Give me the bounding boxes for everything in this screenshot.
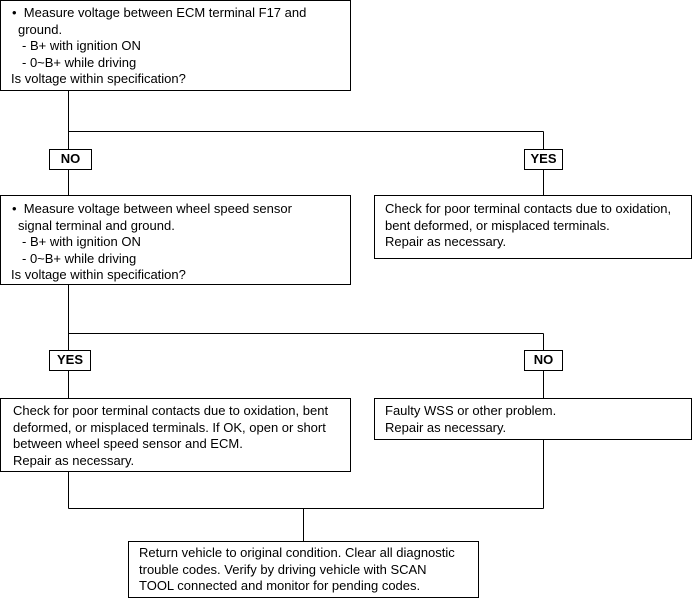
result-yes2-box: Check for poor terminal contacts due to …	[0, 398, 351, 472]
result-yes2-line4: Repair as necessary.	[13, 452, 135, 468]
branch1-yes-tag: YES	[524, 149, 563, 170]
bullet-icon: •	[12, 5, 17, 20]
result-yes1-box: Check for poor terminal contacts due to …	[374, 195, 692, 259]
result-yes1-line2: bent deformed, or misplaced terminals.	[385, 217, 610, 233]
step1-sub1: - B+ with ignition ON	[22, 38, 141, 53]
result-no2-box: Faulty WSS or other problem. Repair as n…	[374, 398, 692, 440]
result-yes2-line1: Check for poor terminal contacts due to …	[13, 403, 329, 418]
step2-line1: Measure voltage between wheel speed sens…	[23, 201, 292, 216]
final-line3: TOOL connected and monitor for pending c…	[139, 578, 421, 593]
step1-measure-ecm-box: • Measure voltage between ECM terminal F…	[0, 0, 351, 91]
final-line2: trouble codes. Verify by driving vehicle…	[139, 561, 427, 577]
step1-line2: ground.	[18, 21, 63, 37]
step2-question: Is voltage within specification?	[11, 267, 186, 282]
step2-sub2: - 0~B+ while driving	[22, 250, 137, 266]
final-step-box: Return vehicle to original condition. Cl…	[128, 541, 479, 598]
branch2-no-tag: NO	[524, 350, 563, 371]
result-yes2-line3: between wheel speed sensor and ECM.	[13, 436, 243, 451]
step1-question: Is voltage within specification?	[11, 71, 186, 86]
step2-sub1: - B+ with ignition ON	[22, 234, 141, 249]
step1-sub2: - 0~B+ while driving	[22, 54, 137, 70]
result-yes1-line1: Check for poor terminal contacts due to …	[385, 201, 672, 216]
final-line1: Return vehicle to original condition. Cl…	[139, 545, 455, 560]
step2-line2: signal terminal and ground.	[18, 217, 175, 233]
result-yes1-line3: Repair as necessary.	[385, 234, 507, 249]
result-no2-line1: Faulty WSS or other problem.	[385, 403, 557, 418]
branch2-yes-tag: YES	[49, 350, 91, 371]
bullet-icon: •	[12, 201, 17, 216]
result-yes2-line2: deformed, or misplaced terminals. If OK,…	[13, 419, 326, 435]
step2-measure-wss-box: • Measure voltage between wheel speed se…	[0, 195, 351, 285]
branch1-no-tag: NO	[49, 149, 92, 170]
result-no2-line2: Repair as necessary.	[385, 419, 507, 435]
step1-line1: Measure voltage between ECM terminal F17…	[23, 5, 307, 20]
